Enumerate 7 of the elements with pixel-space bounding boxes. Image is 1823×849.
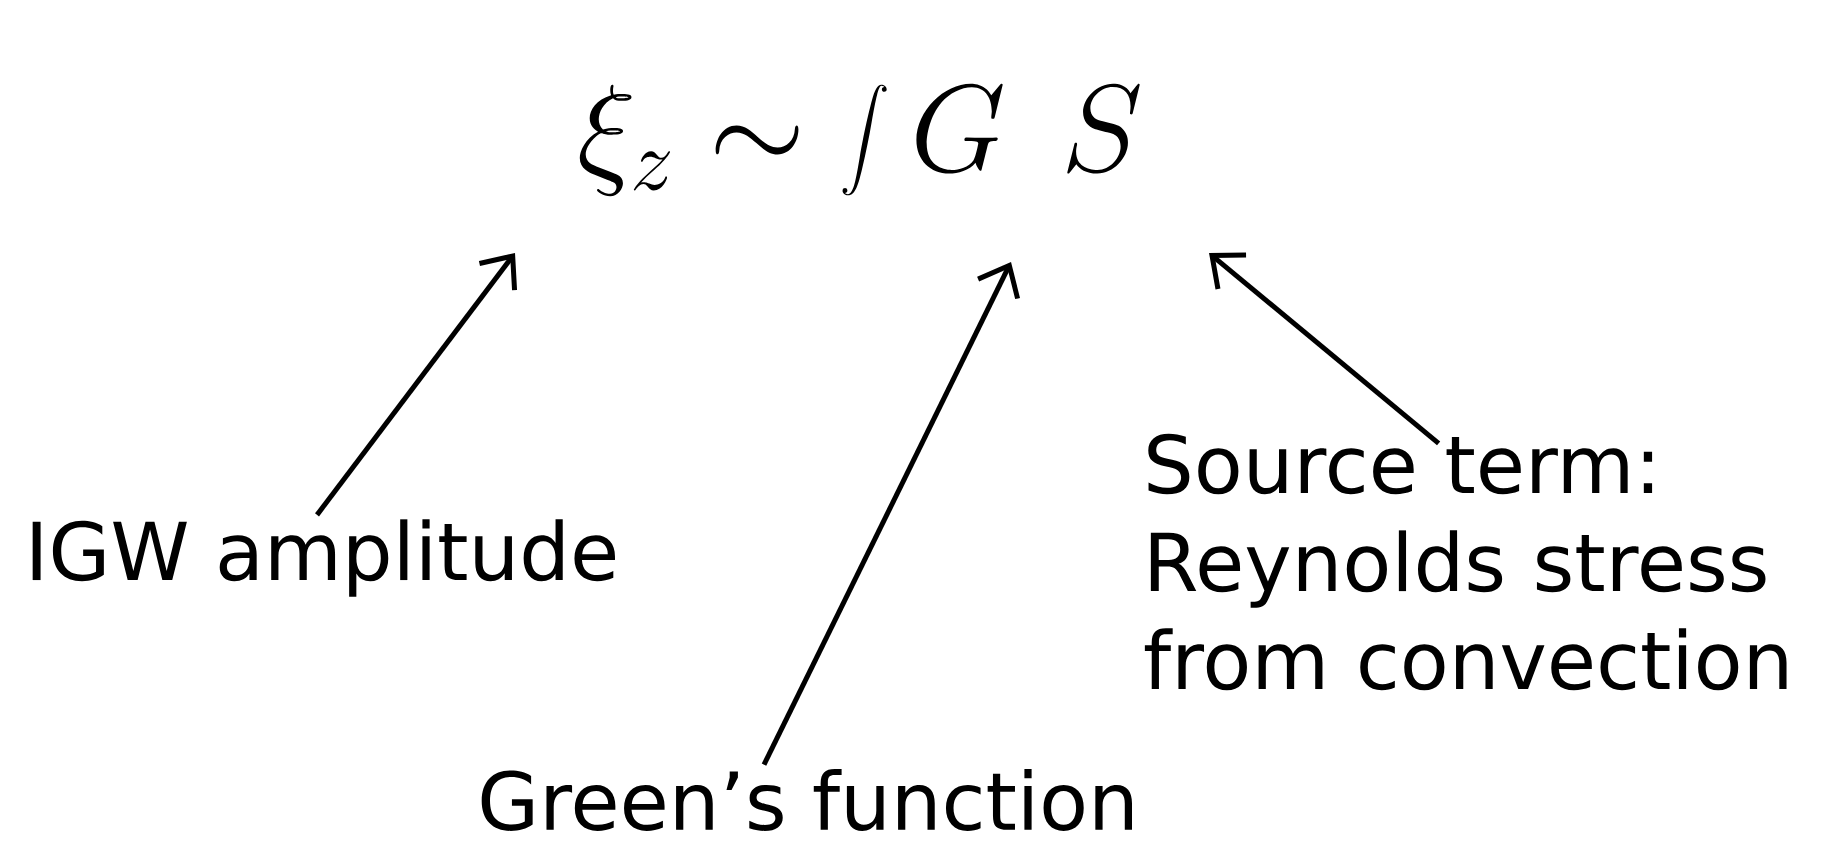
text-label: Green’s function — [481, 769, 1132, 831]
text-label: IGW amplitude — [32, 519, 615, 597]
formula: $\xi_z \sim \int G\;\, S$ — [579, 83, 1140, 197]
leader-line — [315, 253, 518, 517]
leader-line — [1209, 252, 1441, 446]
text-label: Source term: Reynolds stress from convection — [1144, 433, 1787, 691]
leader-line — [761, 262, 1020, 766]
